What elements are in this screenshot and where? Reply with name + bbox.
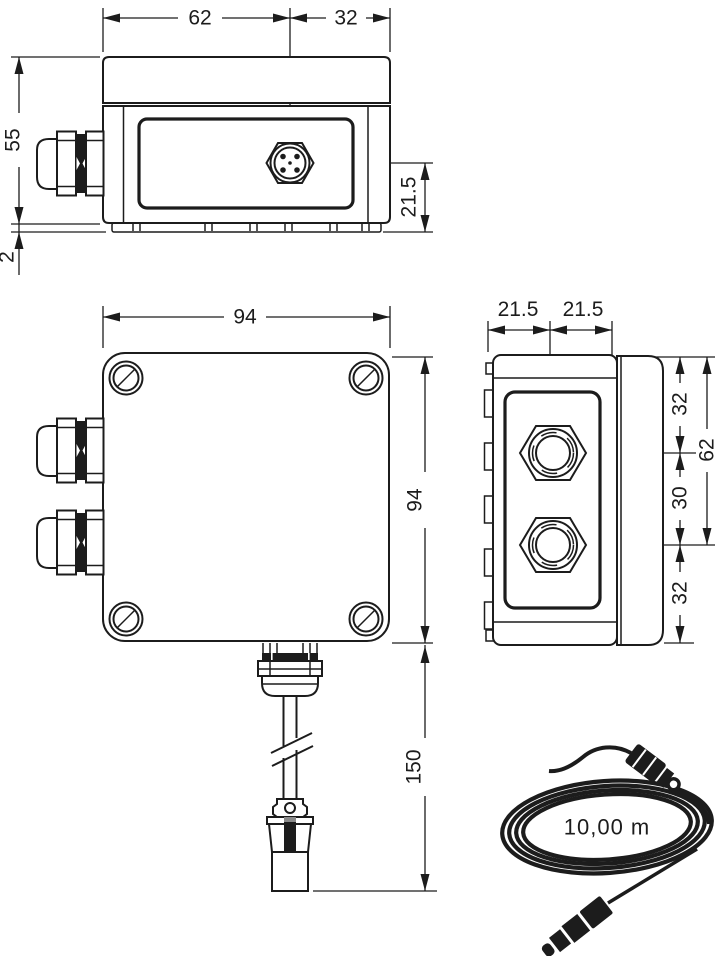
sensor-cable: [270, 696, 314, 800]
side-view-dimensions: 21.5 21.5 32 30 32 62: [488, 298, 719, 643]
connector-pins: [280, 153, 300, 173]
dim-front-150: 150: [403, 749, 426, 784]
dim-side-21-5-back: 21.5: [563, 298, 604, 321]
dim-side-30: 30: [669, 486, 692, 509]
cable-strand: [607, 847, 698, 905]
cable-gland-upper: [36, 417, 105, 484]
mounting-lip: [111, 222, 382, 233]
hex-gland-nut-upper: [518, 425, 588, 481]
dim-top-55: 55: [2, 128, 25, 151]
dim-top-21-5: 21.5: [398, 177, 421, 218]
m8-connector: [265, 142, 315, 184]
hex-gland-nut-lower: [518, 517, 588, 573]
cable-plug-lower: [541, 896, 613, 956]
cable-gland-top-view: [36, 130, 105, 197]
dim-top-2: 2: [0, 251, 19, 263]
dim-front-width-94: 94: [233, 306, 257, 329]
corner-screw-icon: [348, 601, 384, 637]
cable-plug-upper: [625, 744, 681, 792]
cable-strand: [548, 745, 632, 774]
cable-length-label: 10,00 m: [564, 815, 651, 840]
dim-top-62: 62: [188, 7, 211, 30]
dim-side-32-bottom: 32: [669, 581, 692, 604]
dim-side-32-top: 32: [669, 392, 692, 415]
corner-screw-icon: [348, 360, 384, 396]
sensor-connector: [266, 798, 314, 892]
front-view: 94 94 150: [36, 306, 437, 892]
side-view-housing: [483, 354, 664, 646]
top-view-dimensions: 62 32 55 2 21.5: [0, 7, 430, 275]
front-view-housing: [102, 352, 390, 642]
corner-screw-icon: [108, 360, 144, 396]
cable-strand: [671, 788, 711, 825]
front-view-dimensions: 94 94 150: [103, 306, 430, 891]
dim-side-62: 62: [696, 438, 719, 461]
dim-side-21-5-front: 21.5: [498, 298, 539, 321]
dim-top-32: 32: [334, 7, 357, 30]
side-view: 21.5 21.5 32 30 32 62: [483, 298, 719, 646]
top-view-housing: [102, 56, 391, 233]
cable-gland-lower: [36, 509, 105, 576]
bottom-cable-gland: [257, 643, 323, 697]
dim-front-height-94: 94: [404, 488, 427, 512]
top-view: 62 32 55 2 21.5: [0, 7, 433, 275]
housing-lid: [616, 355, 664, 646]
corner-screw-icon: [108, 601, 144, 637]
cable-coil: 10,00 m: [500, 744, 714, 956]
